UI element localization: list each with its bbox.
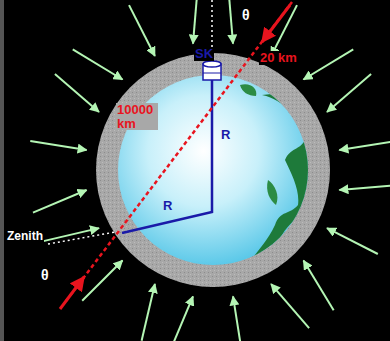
neutrino-arrow [30,141,86,150]
neutrino-arrow [271,284,309,328]
neutrino-arrow [327,228,378,254]
neutrino-arrow [33,190,87,213]
neutrino-arrow [304,49,354,79]
atmosphere-ring [96,53,330,287]
neutrino-arrow [42,228,99,241]
neutrino-arrow [262,5,290,42]
neutrino-path [66,2,292,301]
continents [240,84,320,262]
neutrino-arrow [55,74,99,112]
neutrino-arrow [228,0,233,44]
neutrino-arrow [339,185,390,190]
neutrino-arrow [82,261,122,301]
neutrino-arrow [304,261,334,311]
radius-label: R [220,128,231,142]
neutrino-arrows [30,0,390,341]
window-edge [0,0,4,341]
neutrino-arrow [142,284,155,341]
neutrino-arrow [193,0,198,44]
detector-label: SK [194,47,214,61]
neutrino-arrow [327,74,371,112]
neutrino-arrow [129,5,155,56]
neutrino-arrow [60,277,84,309]
neutrino-arrow [73,49,123,79]
radius-label: R [162,199,173,213]
neutrino-arrow [233,296,242,341]
zenith-line [211,0,213,54]
distance-label: 10000 km [116,103,158,130]
neutrino-arrow [339,141,390,150]
detector-symbol [203,61,221,80]
angle-label: θ [241,8,251,23]
neutrino-arrow [170,296,193,341]
depth-label: 20 km [259,51,298,65]
angle-label: θ [40,268,50,283]
zenith-label: Zenith [6,230,44,243]
